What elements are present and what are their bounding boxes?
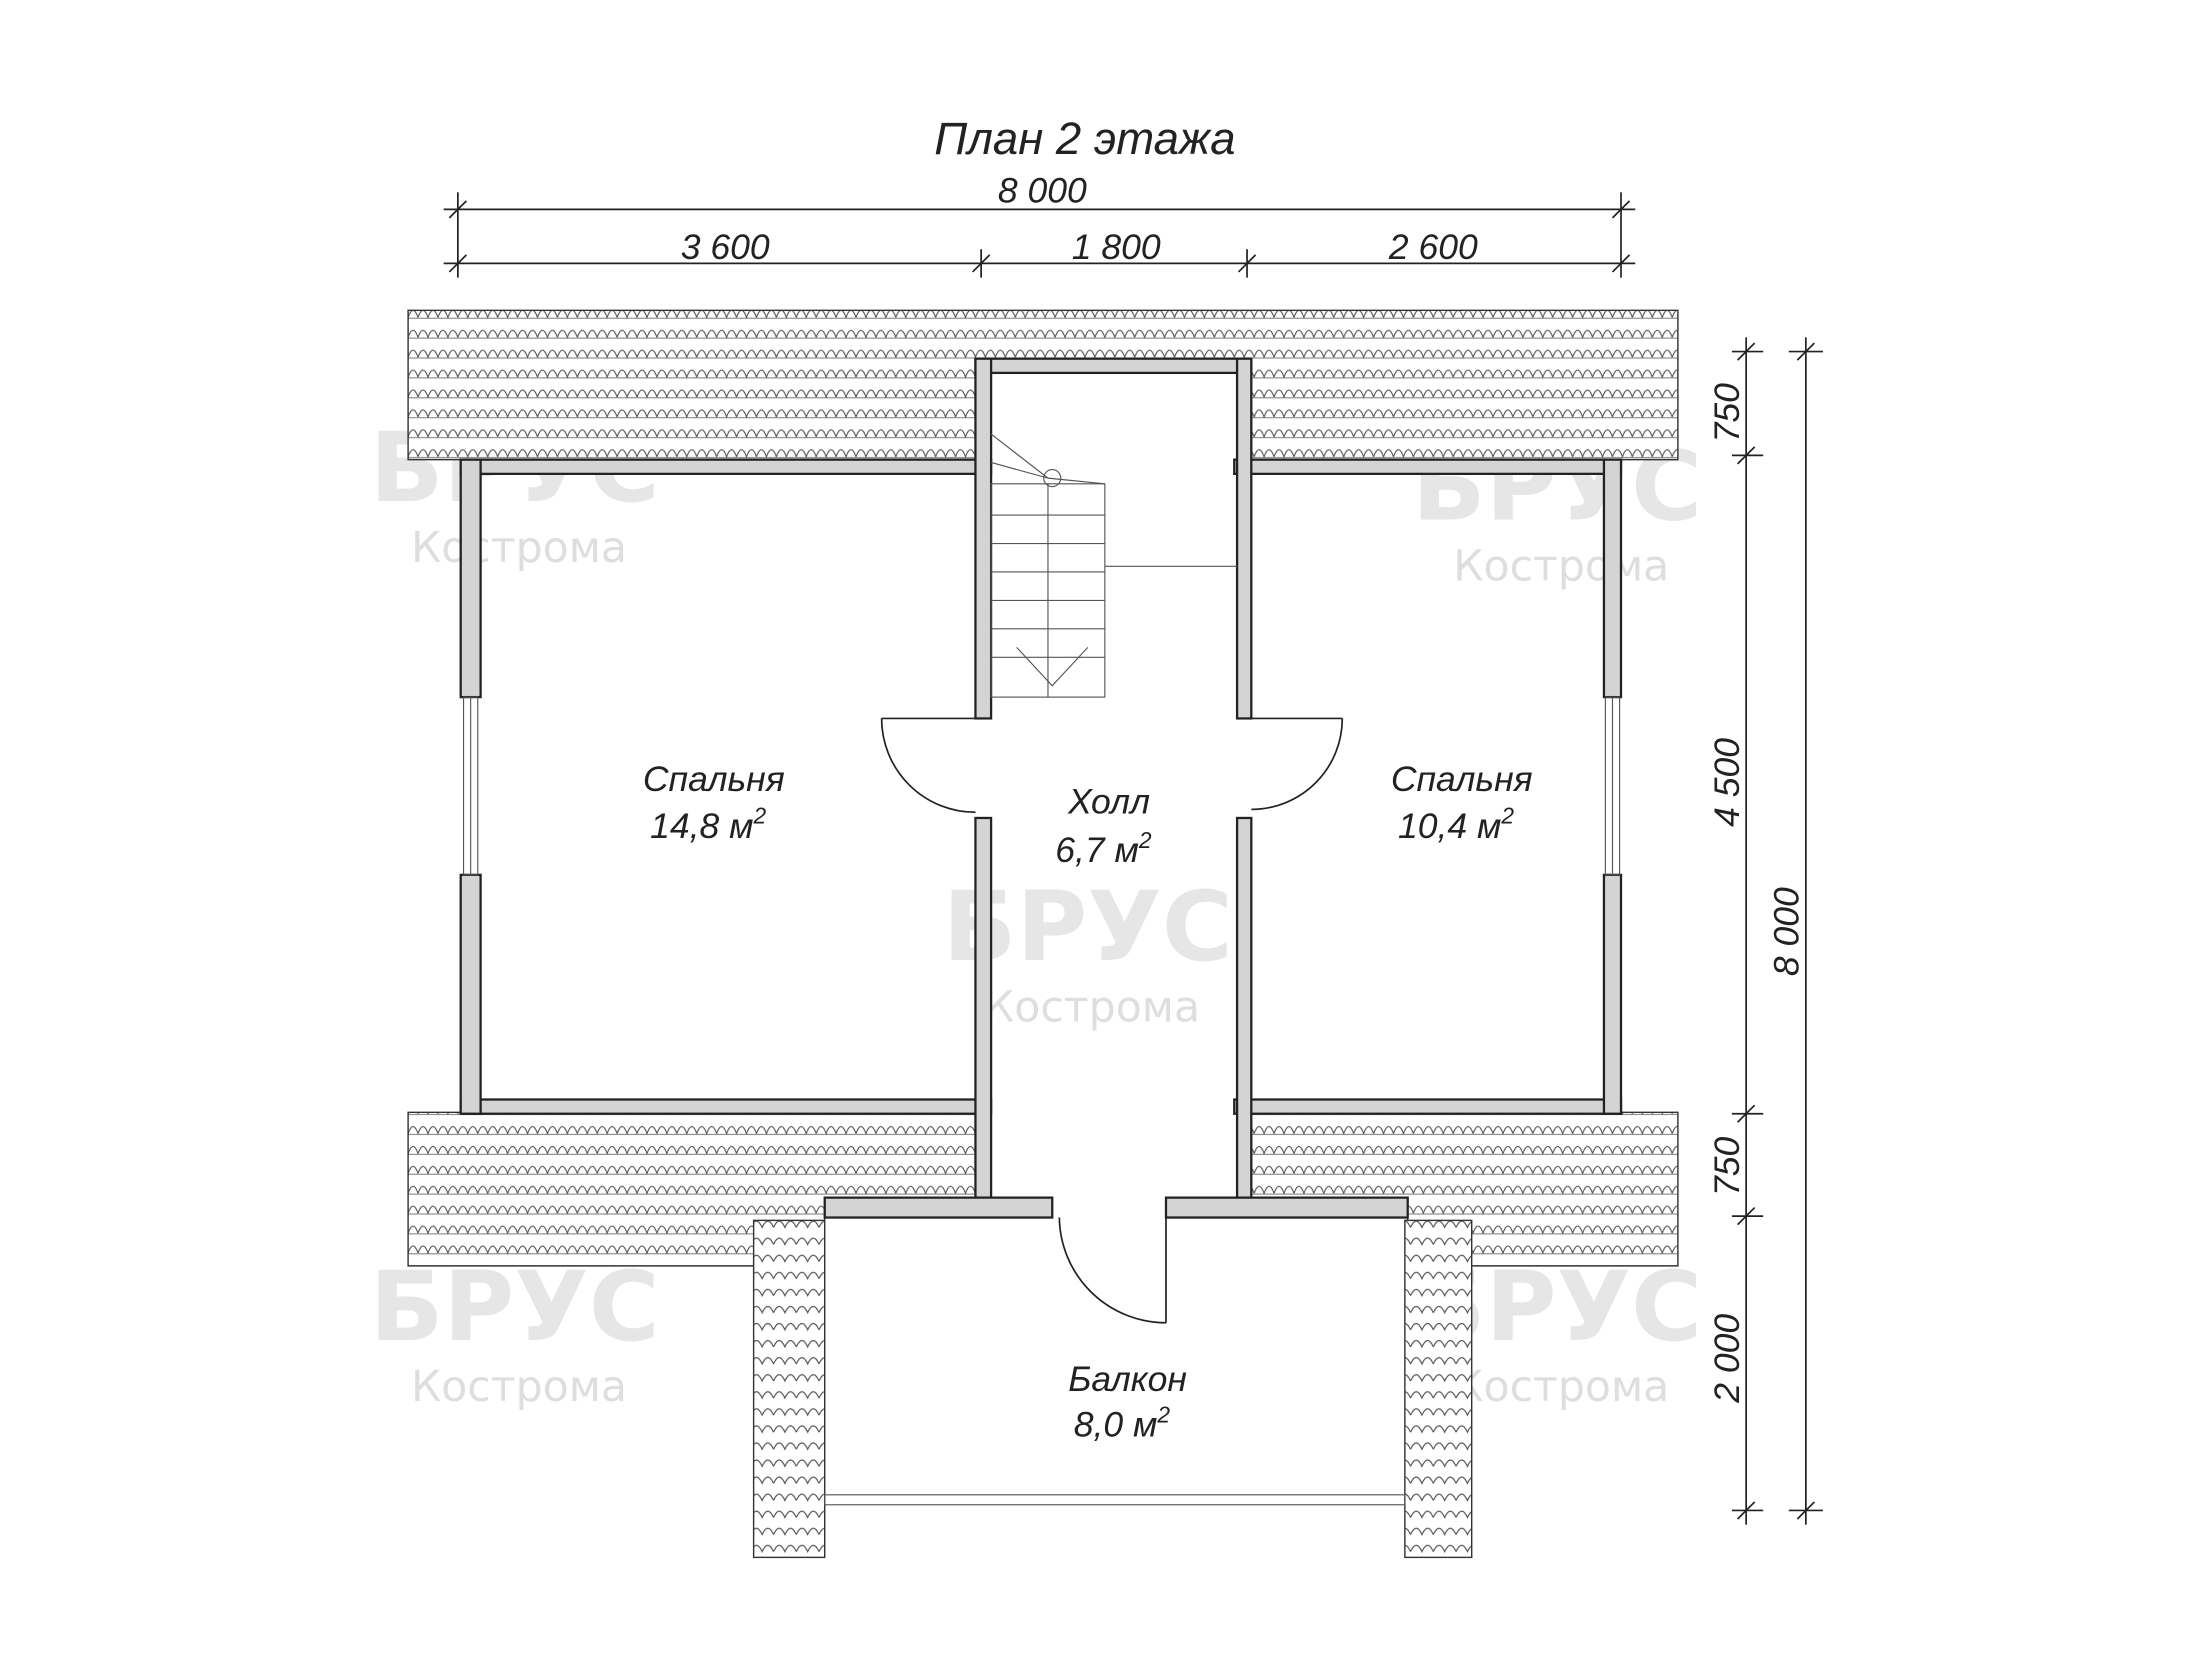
dim-right-2: 4 500 bbox=[1707, 738, 1747, 827]
svg-text:Кострома: Кострома bbox=[984, 982, 1200, 1032]
balcony-railing bbox=[824, 1494, 1406, 1506]
svg-text:8,0 м2: 8,0 м2 bbox=[1074, 1401, 1171, 1444]
room-label-bedroom-2: Спальня 10,4 м2 bbox=[1391, 759, 1533, 846]
walls bbox=[459, 357, 1623, 1219]
svg-text:14,8 м2: 14,8 м2 bbox=[650, 803, 766, 846]
svg-text:Балкон: Балкон bbox=[1068, 1359, 1187, 1399]
staircase bbox=[990, 433, 1238, 698]
top-dimensions: 8 000 3 600 1 800 2 600 bbox=[443, 170, 1636, 278]
svg-text:Кострома: Кострома bbox=[411, 523, 627, 573]
dim-top-total: 8 000 bbox=[998, 170, 1087, 210]
dim-top-2: 1 800 bbox=[1072, 227, 1161, 267]
dim-right-4: 2 000 bbox=[1707, 1314, 1747, 1404]
doors bbox=[880, 717, 1344, 1324]
svg-text:Кострома: Кострома bbox=[411, 1362, 627, 1412]
windows bbox=[462, 696, 1621, 876]
dim-right-total: 8 000 bbox=[1767, 887, 1807, 976]
svg-text:6,7 м2: 6,7 м2 bbox=[1055, 827, 1152, 870]
svg-text:Холл: Холл bbox=[1067, 782, 1150, 822]
room-label-balcony: Балкон 8,0 м2 bbox=[1068, 1359, 1187, 1445]
dim-top-1: 3 600 bbox=[681, 227, 770, 267]
plan-title: План 2 этажа bbox=[934, 113, 1235, 164]
dim-right-1: 750 bbox=[1707, 383, 1747, 443]
watermark: БРУС Кострома bbox=[370, 1250, 660, 1412]
svg-text:БРУС: БРУС bbox=[370, 1250, 660, 1363]
room-label-hall: Холл 6,7 м2 bbox=[1055, 782, 1152, 870]
svg-text:Спальня: Спальня bbox=[643, 759, 785, 799]
dim-top-3: 2 600 bbox=[1388, 227, 1478, 267]
svg-text:Спальня: Спальня bbox=[1391, 759, 1533, 799]
dim-right-3: 750 bbox=[1707, 1136, 1747, 1196]
svg-text:10,4 м2: 10,4 м2 bbox=[1398, 803, 1514, 846]
right-dimensions: 750 4 500 750 2 000 8 000 bbox=[1707, 337, 1823, 1525]
svg-text:Кострома: Кострома bbox=[1453, 542, 1669, 592]
svg-text:Кострома: Кострома bbox=[1453, 1362, 1669, 1412]
room-label-bedroom-1: Спальня 14,8 м2 bbox=[643, 759, 785, 846]
